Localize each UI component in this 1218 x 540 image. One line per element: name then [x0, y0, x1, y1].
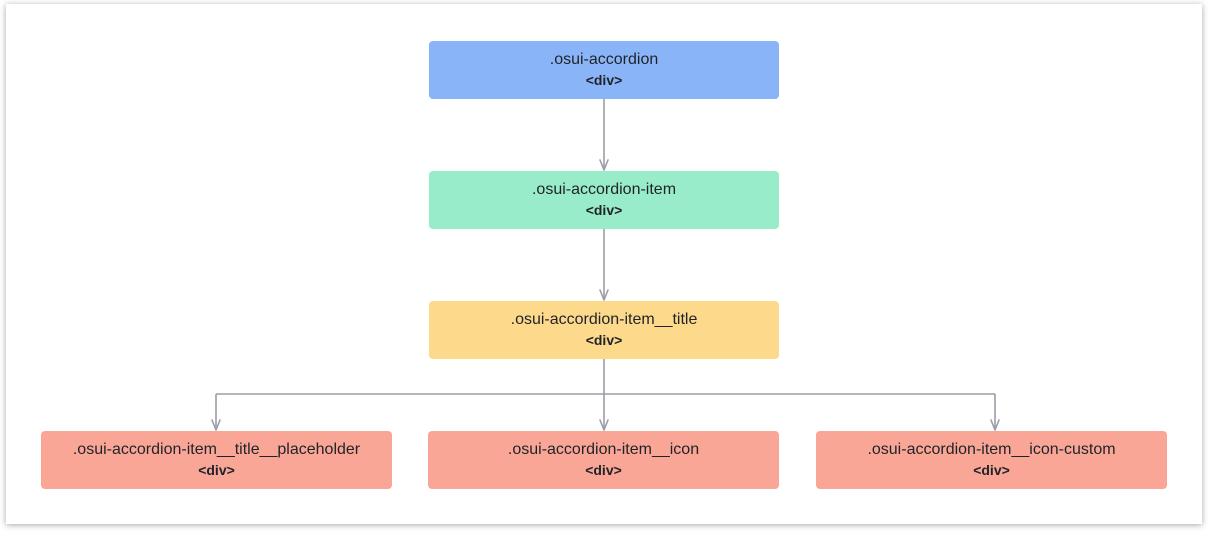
node-class-label: .osui-accordion-item__title__placeholder [72, 441, 361, 458]
node-class-label: .osui-accordion-item__title [510, 311, 698, 328]
node-osui-accordion-item-icon-custom: .osui-accordion-item__icon-custom <div> [816, 431, 1167, 489]
node-class-label: .osui-accordion-item__icon [507, 441, 700, 458]
node-tag-label: <div> [973, 462, 1010, 478]
node-osui-accordion: .osui-accordion <div> [429, 41, 779, 99]
node-tag-label: <div> [585, 72, 623, 88]
diagram-canvas: .osui-accordion <div> .osui-accordion-it… [6, 4, 1202, 524]
node-osui-accordion-item: .osui-accordion-item <div> [429, 171, 779, 229]
node-osui-accordion-item-icon: .osui-accordion-item__icon <div> [428, 431, 779, 489]
connector-layer [211, 99, 1000, 431]
node-osui-accordion-item-title-placeholder: .osui-accordion-item__title__placeholder… [41, 431, 392, 489]
node-osui-accordion-item-title: .osui-accordion-item__title <div> [429, 301, 779, 359]
node-class-label: .osui-accordion-item__icon-custom [867, 441, 1116, 458]
node-class-label: .osui-accordion-item [531, 181, 677, 198]
node-tag-label: <div> [585, 462, 622, 478]
node-class-label: .osui-accordion [549, 51, 659, 68]
node-tag-label: <div> [585, 202, 623, 218]
node-tag-label: <div> [198, 462, 235, 478]
node-tag-label: <div> [585, 332, 623, 348]
